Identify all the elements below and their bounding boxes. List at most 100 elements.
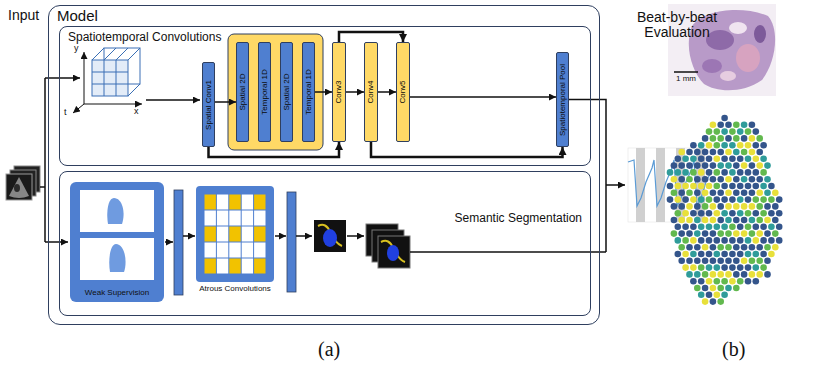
spot <box>678 203 685 210</box>
flow-arrow <box>410 96 556 98</box>
spot <box>682 264 689 271</box>
axis-label: y <box>74 44 79 54</box>
spot <box>706 196 713 203</box>
spot <box>710 149 717 156</box>
spot <box>698 156 705 163</box>
spot <box>737 278 744 285</box>
spot <box>694 176 701 183</box>
spot <box>725 230 732 237</box>
skip-connection <box>371 142 563 157</box>
rect-part <box>80 238 154 280</box>
spot <box>702 258 709 265</box>
spot <box>686 176 693 183</box>
path-part <box>266 194 267 274</box>
spot <box>764 190 771 197</box>
spot <box>702 176 709 183</box>
spot <box>733 285 740 292</box>
spot <box>678 230 685 237</box>
spot <box>721 292 728 299</box>
path-part <box>410 251 606 253</box>
rect-part <box>636 148 645 222</box>
spot <box>690 278 697 285</box>
spot <box>721 183 728 190</box>
spot <box>729 142 736 149</box>
spot <box>710 285 717 292</box>
spot <box>725 190 732 197</box>
conv-bar: Conv3 <box>332 42 346 142</box>
spot <box>710 203 717 210</box>
input-label: Input <box>8 8 39 23</box>
spot <box>690 196 697 203</box>
spot <box>741 149 748 156</box>
spot <box>760 210 767 217</box>
spot <box>675 210 682 217</box>
spot <box>741 258 748 265</box>
spot <box>682 169 689 176</box>
spot <box>729 210 736 217</box>
spot <box>764 203 771 210</box>
path-part <box>204 210 266 211</box>
layer-bar: Spatial 2D <box>280 42 293 142</box>
rect-part <box>696 148 705 222</box>
spot <box>729 237 736 244</box>
output-arrows <box>410 185 625 252</box>
path-part <box>275 235 286 237</box>
spot <box>753 278 760 285</box>
path-part <box>109 244 125 272</box>
cube-axes <box>73 52 142 113</box>
spot <box>682 251 689 258</box>
output-label: Beat-by-beat Evaluation <box>622 10 732 41</box>
spot <box>710 230 717 237</box>
spot <box>694 162 701 169</box>
layer-label: Spatial Conv1 <box>205 80 213 130</box>
spot <box>749 122 756 129</box>
spot <box>745 251 752 258</box>
path-part <box>347 235 364 237</box>
spot <box>768 183 775 190</box>
spot <box>690 142 697 149</box>
spot <box>721 224 728 231</box>
polyline-part <box>628 160 712 206</box>
spot <box>772 203 779 210</box>
spot <box>686 271 693 278</box>
spot <box>753 224 760 231</box>
spot <box>702 271 709 278</box>
rect-part <box>204 194 216 210</box>
spot <box>686 203 693 210</box>
rect-part <box>628 148 714 222</box>
spot <box>706 128 713 135</box>
rect-part <box>229 226 241 242</box>
ellipse-part <box>736 44 760 72</box>
spot <box>714 292 721 299</box>
spot <box>694 230 701 237</box>
spot <box>682 183 689 190</box>
spot <box>694 203 701 210</box>
spot <box>686 217 693 224</box>
layer-label: Temporal 1D <box>261 69 269 114</box>
spot <box>698 292 705 299</box>
model-box: ModelSpatiotemporal ConvolutionsSpatial … <box>48 5 600 325</box>
spot <box>756 203 763 210</box>
block-heading: Spatiotemporal Convolutions <box>68 31 221 44</box>
spot <box>690 264 697 271</box>
scale-label: 1 mm <box>676 75 696 84</box>
spot <box>694 244 701 251</box>
spot <box>753 264 760 271</box>
rect-part <box>287 192 296 292</box>
spot <box>690 169 697 176</box>
spot <box>721 278 728 285</box>
spot <box>756 244 763 251</box>
spot <box>714 196 721 203</box>
spot <box>745 142 752 149</box>
spot <box>721 196 728 203</box>
spot <box>753 237 760 244</box>
block-heading: Semantic Segmentation <box>455 212 582 225</box>
spot <box>694 285 701 292</box>
path-part <box>318 225 342 246</box>
spot <box>706 251 713 258</box>
spot <box>682 156 689 163</box>
spot <box>729 278 736 285</box>
spot <box>776 196 783 203</box>
spot <box>745 128 752 135</box>
spot <box>721 210 728 217</box>
